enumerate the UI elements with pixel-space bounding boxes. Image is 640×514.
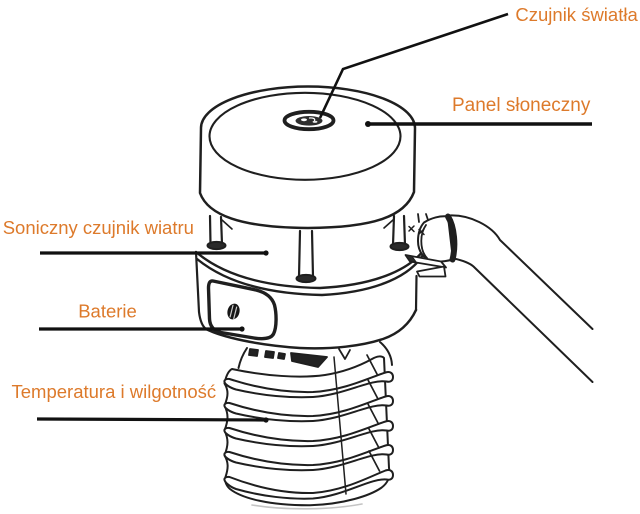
svg-text:Panel słoneczny: Panel słoneczny <box>452 95 591 116</box>
svg-text:Soniczny czujnik wiatru: Soniczny czujnik wiatru <box>3 217 194 238</box>
svg-text:Baterie: Baterie <box>78 301 137 322</box>
svg-text:Czujnik światła: Czujnik światła <box>515 4 638 25</box>
svg-text:Temperatura i wilgotność: Temperatura i wilgotność <box>12 381 217 402</box>
